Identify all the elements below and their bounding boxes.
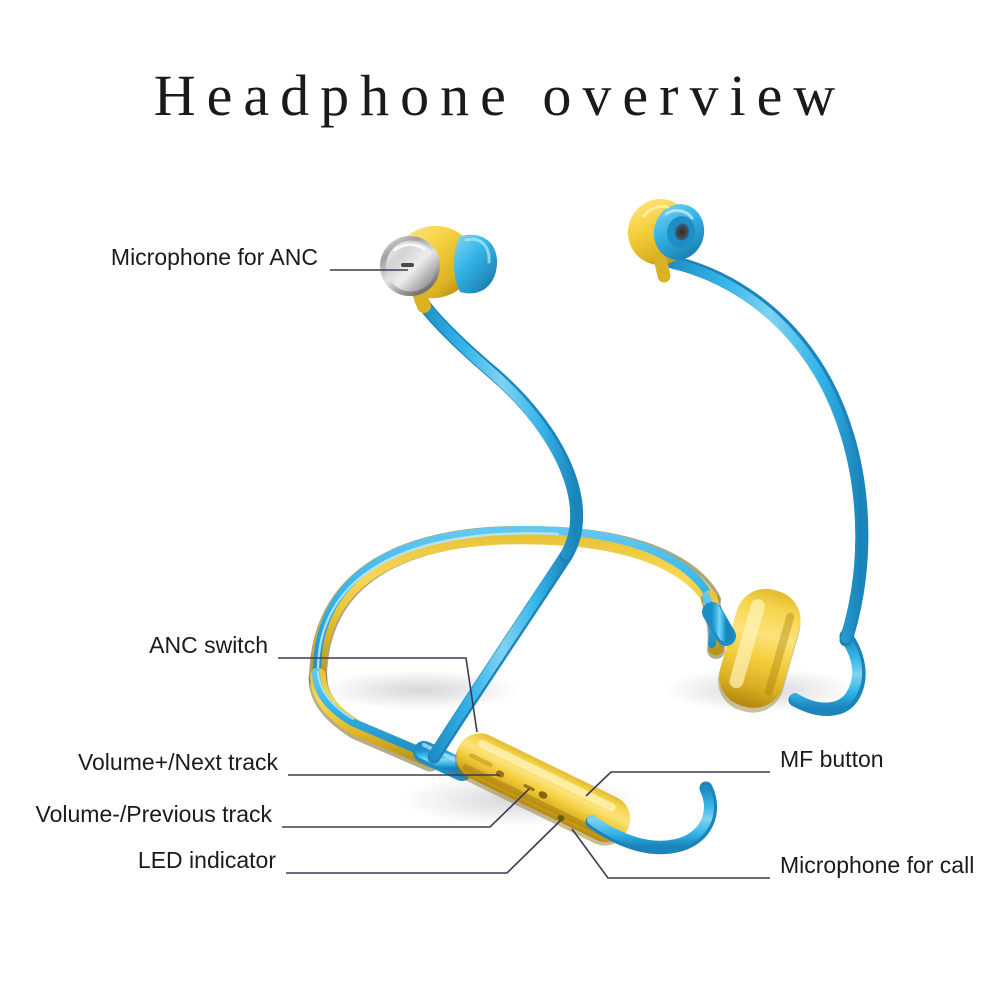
right-earbud	[627, 199, 705, 283]
callout-volume-down-previous-track: Volume-/Previous track	[35, 801, 272, 827]
battery-module	[702, 588, 866, 717]
volume-up-button	[495, 770, 505, 778]
right-earbud-cable	[665, 255, 869, 647]
control-module	[454, 733, 717, 855]
page-title: Headphone overview	[153, 63, 847, 128]
volume-down-button	[523, 784, 535, 792]
anc-switch-recess	[468, 753, 493, 768]
callout-microphone-for-anc: Microphone for ANC	[110, 244, 318, 270]
callout-anc-switch: ANC switch	[149, 632, 268, 658]
module-controls	[468, 753, 565, 821]
callout-microphone-for-call: Microphone for call	[780, 852, 975, 878]
left-earbud-cable	[414, 293, 584, 764]
callout-led-indicator: LED indicator	[137, 847, 276, 873]
anc-microphone-slot	[401, 263, 414, 267]
neckband	[308, 525, 726, 781]
callout-mf-button: MF button	[780, 746, 884, 772]
callout-volume-up-next-track: Volume+/Next track	[77, 749, 278, 775]
earbud-nozzle-hole	[674, 223, 690, 241]
left-earbud	[380, 225, 498, 313]
